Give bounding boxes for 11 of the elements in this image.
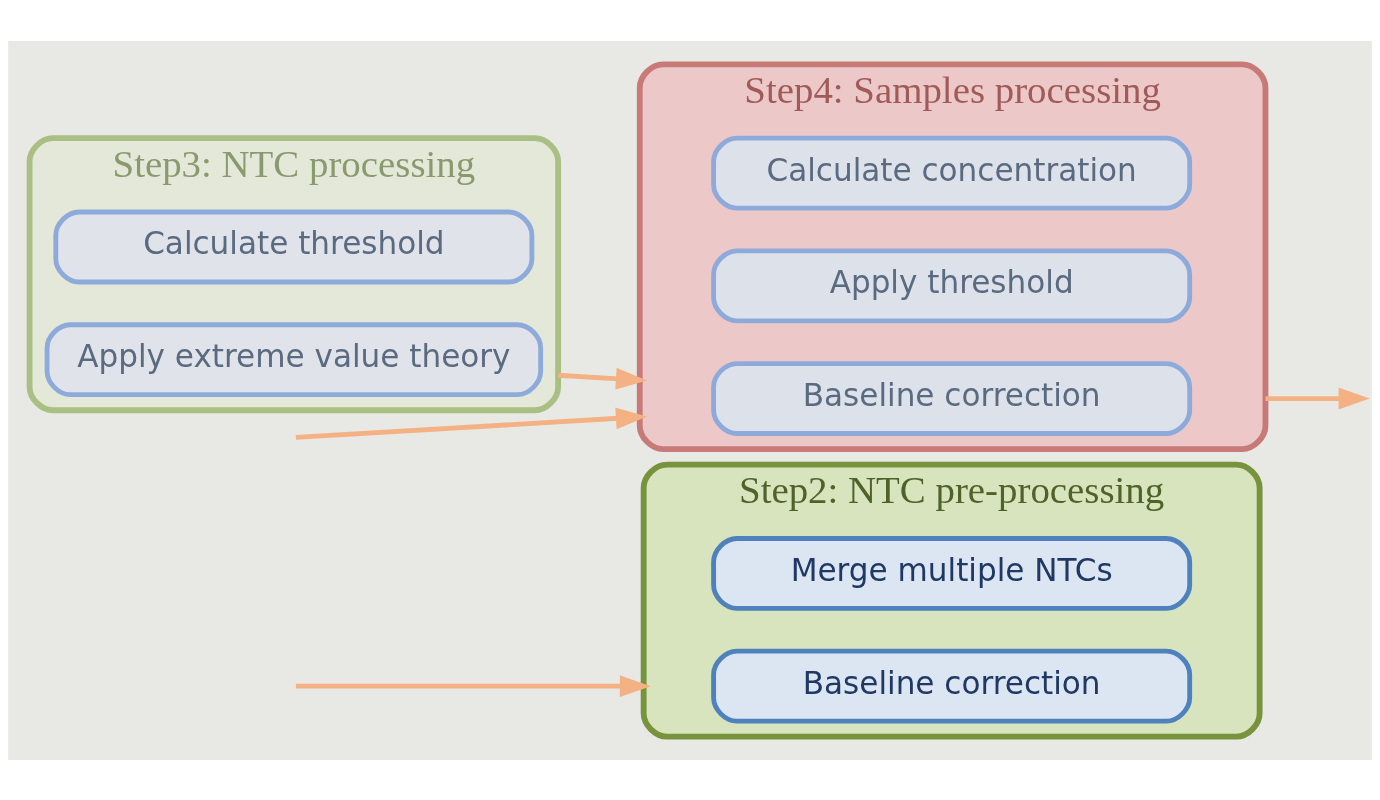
arrow <box>1265 387 1370 409</box>
arrow <box>295 674 651 697</box>
arrow <box>558 367 648 390</box>
node-box: Baseline correction <box>711 648 1193 724</box>
arrow <box>295 407 648 440</box>
node-box: Apply threshold <box>711 247 1193 323</box>
node-box: Merge multiple NTCs <box>711 535 1193 611</box>
node-box: Baseline correction <box>711 360 1193 436</box>
node-box: Apply extreme value theory <box>44 321 544 397</box>
node-box: Calculate threshold <box>53 209 535 284</box>
node-box: Calculate concentration <box>711 135 1193 211</box>
